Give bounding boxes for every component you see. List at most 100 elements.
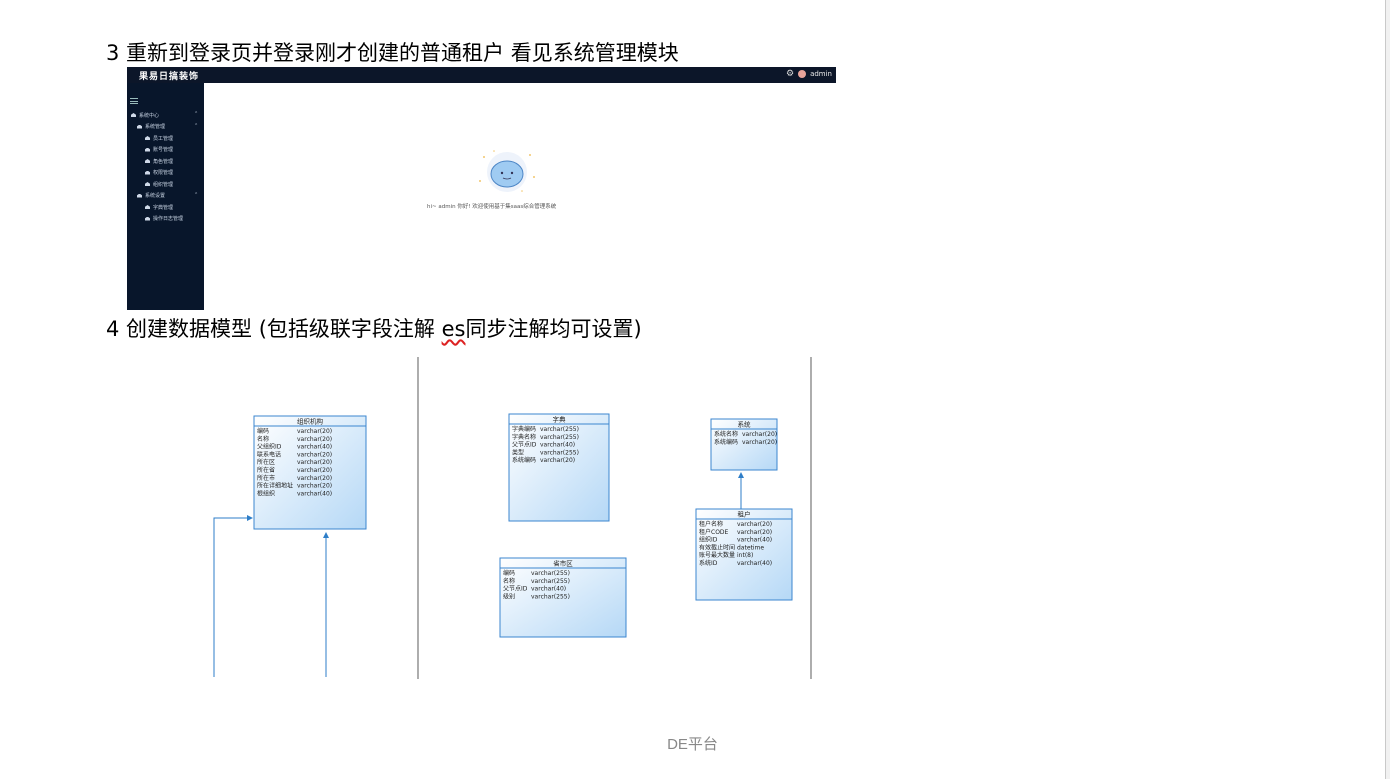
er-table-name: 系统 [738, 420, 752, 429]
app-sidebar: 系统中心⌃系统管理⌃员工管理账号管理角色管理权限管理组织管理系统设置⌃字典管理操… [127, 83, 204, 310]
avatar [798, 70, 807, 78]
er-field-name: 账号最大数量 [699, 551, 735, 559]
sidebar-item[interactable]: 角色管理 [145, 156, 173, 166]
app-logo: 果易日搞装饰 [139, 72, 200, 82]
er-field-name: 所在省 [257, 466, 275, 474]
sidebar-item[interactable]: 字典管理 [145, 202, 173, 212]
er-field-type: varchar(40) [531, 586, 566, 593]
app-username: admin [810, 70, 832, 78]
page-edge-rule [1385, 0, 1386, 779]
sidebar-item[interactable]: 操作日志管理 [145, 214, 183, 224]
er-field-type: varchar(20) [297, 475, 332, 482]
sidebar-item[interactable]: 系统管理 [137, 122, 165, 132]
er-table-name: 租户 [738, 510, 751, 519]
app-screenshot: 果易日搞装饰 ⚙ admin 系统中心 ⌃ 系统管理 ⌃ 员工管理账号管理角色管理权限管… [127, 67, 836, 310]
menu-icon [130, 98, 138, 104]
er-field-name: 系统编码 [512, 456, 536, 464]
sidebar-item[interactable]: 系统设置 [137, 191, 165, 201]
scrollbar-track[interactable] [1386, 0, 1390, 779]
er-field-name: 字典名称 [512, 433, 536, 441]
er-table-name: 组织机构 [297, 417, 324, 426]
er-field-name: 根组织 [257, 489, 275, 497]
er-table-box [499, 557, 627, 638]
sidebar-item-label: 字典管理 [153, 204, 174, 211]
home-icon [131, 113, 136, 117]
er-field-type: varchar(255) [531, 593, 570, 600]
gear-icon: ⚙ [785, 69, 795, 79]
home-icon [145, 216, 150, 221]
er-field-type: varchar(40) [297, 444, 332, 451]
er-field-type: varchar(20) [540, 457, 575, 464]
er-field-type: int(8) [737, 552, 753, 559]
er-field-type: varchar(255) [540, 434, 579, 441]
er-field-name: 父节点ID [512, 441, 537, 449]
sidebar-item-label: 权限管理 [153, 170, 174, 176]
er-field-type: varchar(20) [297, 483, 332, 490]
er-field-name: 联系电话 [257, 450, 281, 458]
er-field-type: varchar(20) [297, 451, 332, 458]
er-field-type: varchar(255) [531, 578, 570, 585]
chevron-up-icon: ⌃ [194, 111, 199, 117]
sidebar-item[interactable]: 组织管理 [145, 179, 173, 189]
er-field-type: varchar(255) [531, 570, 570, 577]
sidebar-item[interactable]: 账号管理 [145, 145, 173, 155]
home-icon [145, 136, 150, 140]
er-field-type: varchar(40) [737, 560, 772, 567]
sidebar-item[interactable]: 系统中心 [131, 110, 159, 120]
er-field-name: 级别 [503, 592, 515, 600]
home-icon [137, 124, 142, 129]
sidebar-item-label: 角色管理 [153, 158, 174, 165]
er-field-type: varchar(20) [297, 428, 332, 435]
sidebar-item-label: 系统设置 [145, 193, 166, 199]
er-field-type: varchar(20) [742, 431, 777, 438]
er-field-type: varchar(40) [737, 537, 772, 544]
welcome-illustration-icon [479, 150, 535, 192]
chevron-up-icon: ⌃ [194, 191, 199, 198]
sidebar-item-label: 组织管理 [153, 181, 174, 188]
er-field-name: 组织ID [699, 536, 718, 544]
home-icon [145, 147, 150, 152]
app-topbar: 果易日搞装饰 ⚙ admin [127, 67, 836, 83]
er-table-name: 字典 [553, 415, 567, 424]
er-table-box [508, 413, 610, 522]
er-field-name: 所在详细地址 [257, 482, 293, 490]
er-field-name: 所在市 [257, 474, 275, 482]
sidebar-item[interactable]: 员工管理 [145, 133, 173, 143]
home-icon [145, 182, 150, 186]
er-field-name: 名称 [503, 577, 515, 585]
er-table-box [253, 415, 367, 530]
er-field-name: 父节点ID [503, 585, 528, 593]
home-icon [145, 159, 150, 163]
sidebar-item[interactable]: 权限管理 [145, 168, 173, 178]
er-field-type: varchar(20) [737, 521, 772, 528]
er-field-type: varchar(255) [540, 426, 579, 433]
er-field-name: 租户CODE [699, 528, 729, 536]
er-field-name: 所在区 [257, 458, 275, 466]
app-user-area: ⚙ admin [786, 69, 832, 79]
er-field-type: varchar(20) [297, 459, 332, 466]
sidebar-item-label: 员工管理 [153, 135, 174, 142]
home-icon [145, 170, 150, 175]
er-field-name: 名称 [257, 435, 269, 443]
spellcheck-marked-word: es [441, 317, 466, 341]
er-field-name: 系统编码 [714, 438, 738, 446]
home-icon [145, 205, 150, 209]
er-field-name: 字典编码 [512, 425, 536, 433]
er-field-name: 类型 [512, 448, 524, 456]
section-4-heading-text: 4 创建数据模型 (包括级联字段注解 [106, 317, 442, 341]
er-field-name: 系统名称 [714, 430, 738, 438]
sidebar-item-label: 账号管理 [153, 147, 174, 153]
er-table-name: 省市区 [553, 559, 573, 568]
er-field-type: varchar(20) [742, 439, 777, 446]
er-table-box [695, 508, 793, 601]
er-field-type: varchar(40) [540, 442, 575, 449]
sidebar-item-label: 系统中心 [139, 112, 160, 119]
section-4-heading-text-end: 同步注解均可设置) [465, 317, 642, 341]
